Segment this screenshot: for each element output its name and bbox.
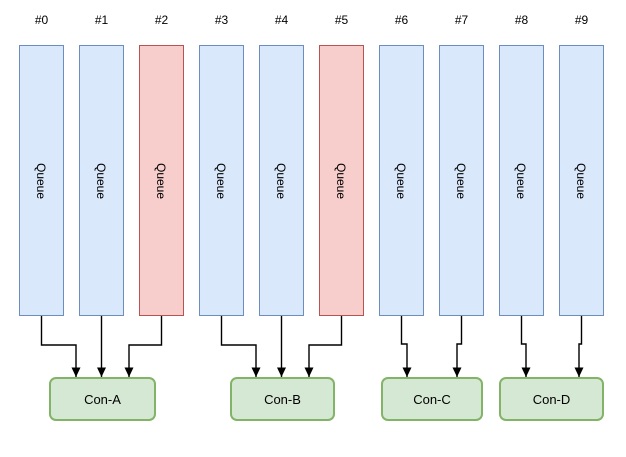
queue-node-6: Queue [379,45,424,316]
queue-col-6: #6 Queue [379,0,424,340]
queue-col-8: #8 Queue [499,0,544,340]
queue-body-label: Queue [94,162,109,199]
consumer-label: Con-B [264,391,301,407]
queue-node-3: Queue [199,45,244,316]
consumer-label: Con-C [413,391,451,407]
queue-node-2: Queue [139,45,184,316]
queue-label-9: #9 [574,13,589,27]
queue-body-label: Queue [394,162,409,199]
queue-label-0: #0 [34,13,49,27]
queue-body-label: Queue [454,162,469,199]
queue-col-1: #1 Queue [79,0,124,340]
queue-body-label: Queue [214,162,229,199]
consumer-node-con-a: Con-A [49,377,156,421]
queue-node-1: Queue [79,45,124,316]
queue-label-8: #8 [514,13,529,27]
consumer-node-con-c: Con-C [381,377,483,421]
queue-label-2: #2 [154,13,169,27]
consumer-label: Con-A [84,391,121,407]
queue-col-3: #3 Queue [199,0,244,340]
queue-col-9: #9 Queue [559,0,604,340]
queue-body-label: Queue [34,162,49,199]
queue-label-5: #5 [334,13,349,27]
queue-label-1: #1 [94,13,109,27]
consumer-label: Con-D [532,391,571,407]
queue-col-0: #0 Queue [19,0,64,340]
queue-body-label: Queue [514,162,529,199]
queue-node-5: Queue [319,45,364,316]
queue-label-6: #6 [394,13,409,27]
queue-node-0: Queue [19,45,64,316]
queue-node-9: Queue [559,45,604,316]
queue-label-4: #4 [274,13,289,27]
consumer-node-con-b: Con-B [230,377,335,421]
queue-body-label: Queue [334,162,349,199]
queue-node-4: Queue [259,45,304,316]
queue-node-8: Queue [499,45,544,316]
queue-col-2: #2 Queue [139,0,184,340]
queue-label-3: #3 [214,13,229,27]
queue-body-label: Queue [154,162,169,199]
queue-body-label: Queue [274,162,289,199]
queue-col-4: #4 Queue [259,0,304,340]
queue-col-7: #7 Queue [439,0,484,340]
queue-node-7: Queue [439,45,484,316]
queue-body-label: Queue [574,162,589,199]
queue-label-7: #7 [454,13,469,27]
consumer-node-con-d: Con-D [499,377,604,421]
queue-col-5: #5 Queue [319,0,364,340]
